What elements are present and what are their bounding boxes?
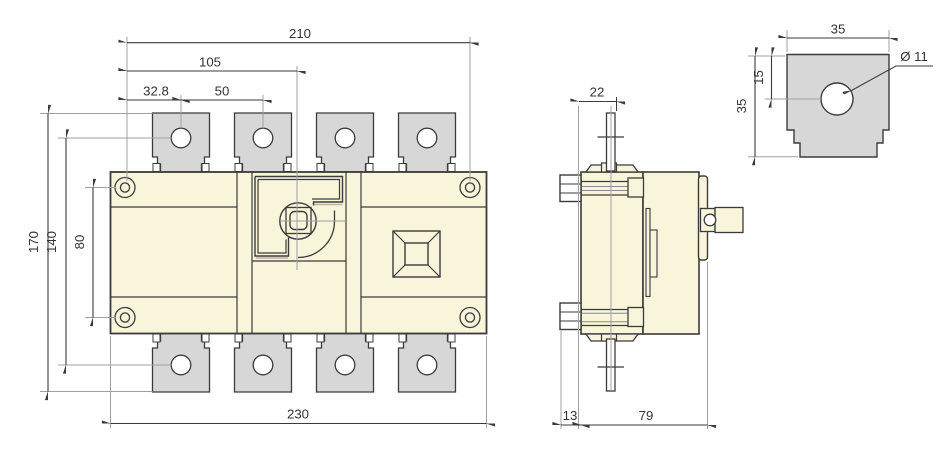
dim-label: 15 — [751, 70, 766, 85]
bottom-terminal-screw — [559, 302, 645, 331]
terminal-lug — [397, 112, 457, 173]
mounting-screws — [114, 176, 481, 329]
dim-label: 79 — [639, 408, 654, 423]
top-shaft — [584, 112, 640, 173]
dim-label: 13 — [563, 408, 578, 423]
dim-50-pole-pitch: 50 — [181, 84, 263, 101]
dim-140-hole-span: 140 — [44, 138, 66, 365]
dim-79-body-depth: 79 — [581, 408, 708, 425]
dim-170-overall-height: 170 — [26, 114, 48, 392]
terminal-hole — [820, 82, 854, 116]
terminal-lug — [315, 332, 375, 393]
dim-label: 35 — [734, 99, 749, 114]
terminal-lug — [233, 332, 293, 393]
dim-label: 80 — [72, 235, 87, 250]
handle-rotation-arc — [297, 210, 336, 259]
dim-15-hole-offset: 15 — [751, 56, 772, 99]
front-view — [109, 112, 488, 393]
dim-22-shaft-offset: 22 — [579, 85, 617, 102]
dim-32.8-first-pole: 32.8 — [127, 84, 181, 101]
dim-label: 230 — [287, 407, 309, 422]
switch-body-front — [109, 171, 488, 335]
front-bottom-terminals — [151, 332, 457, 393]
dim-label: 35 — [831, 22, 846, 37]
dim-label: Ø 11 — [900, 49, 928, 64]
dim-label: 210 — [289, 26, 311, 41]
terminal-detail-view — [786, 53, 890, 158]
front-top-terminals — [151, 112, 457, 173]
shaft-square-drive — [392, 230, 441, 278]
handle-panel — [252, 175, 346, 262]
terminal-lug — [397, 332, 457, 393]
dim-label: 32.8 — [143, 84, 169, 99]
dimensions: 210 105 32.8 50 170 140 80 230 — [26, 22, 933, 426]
dim-dia-11-hole: Ø 11 — [852, 49, 933, 91]
dim-210-mount-span: 210 — [127, 26, 470, 43]
dim-35-terminal-width: 35 — [787, 22, 889, 39]
dim-35-terminal-height: 35 — [734, 56, 755, 157]
dim-230-overall-width: 230 — [111, 407, 487, 424]
dim-105-handle-offset: 105 — [127, 55, 297, 72]
aux-contact-block — [699, 206, 744, 234]
dim-label: 105 — [199, 55, 221, 70]
terminal-lug — [315, 112, 375, 173]
side-view — [559, 112, 744, 392]
top-terminal-screw — [559, 174, 645, 203]
terminal-lug — [151, 332, 211, 393]
dim-label: 140 — [44, 231, 59, 253]
bottom-shaft — [584, 333, 640, 392]
dim-label: 170 — [26, 231, 41, 253]
dim-label: 50 — [215, 84, 230, 99]
dim-label: 22 — [590, 85, 605, 100]
dim-80-mount-span-v: 80 — [72, 188, 93, 318]
